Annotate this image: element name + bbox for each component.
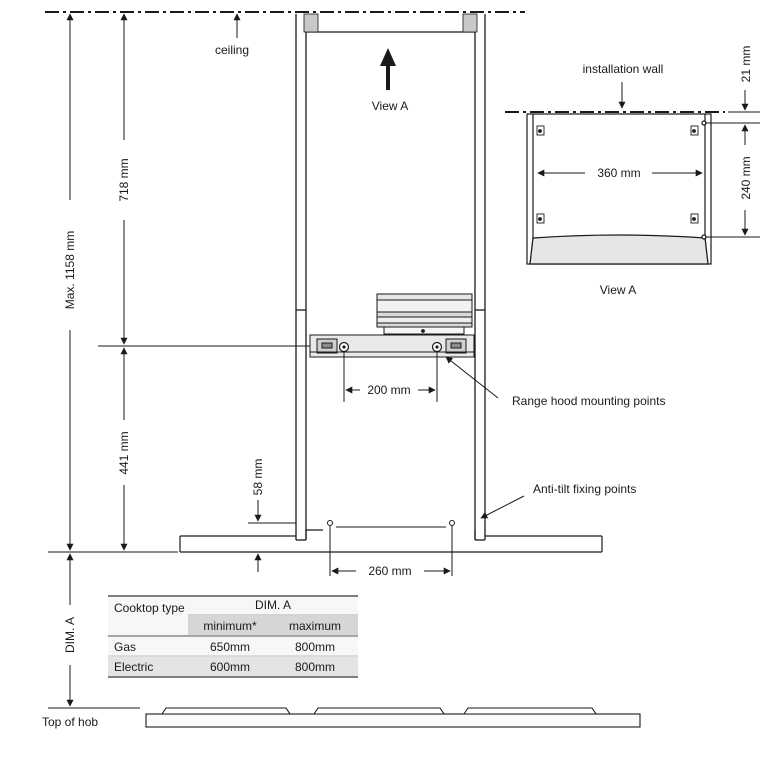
anti-tilt-label: Anti-tilt fixing points xyxy=(533,482,636,496)
view-a-arrow-icon xyxy=(380,48,396,90)
view-a-caption: View A xyxy=(600,283,636,297)
table-row-min: 600mm xyxy=(210,660,250,674)
anti-tilt-pointer xyxy=(480,495,525,519)
max-total-label: Max. 1158 mm xyxy=(63,231,77,309)
mounting-bracket xyxy=(309,334,475,358)
lower-label: 441 mm xyxy=(117,431,131,474)
bracket-height-label: 240 mm xyxy=(739,156,753,199)
table-row-type: Gas xyxy=(114,640,136,654)
top-offset-label: 21 mm xyxy=(739,46,753,83)
top-of-hob-label: Top of hob xyxy=(42,715,98,729)
table-row-type: Electric xyxy=(114,660,153,674)
cooktop xyxy=(145,707,641,728)
table-sub-min: minimum* xyxy=(203,619,257,633)
installation-wall-label: installation wall xyxy=(583,62,664,76)
mounting-points-pointer xyxy=(445,356,499,399)
mounting-points-label: Range hood mounting points xyxy=(512,394,665,408)
dim-a-table: Cooktop type DIM. A minimum* maximum Gas… xyxy=(108,595,358,678)
dim-a-label: DIM. A xyxy=(63,617,77,653)
table-row-max: 800mm xyxy=(295,640,335,654)
table-row-min: 650mm xyxy=(210,640,250,654)
ceiling-label: ceiling xyxy=(215,43,249,57)
table-row-max: 800mm xyxy=(295,660,335,674)
view-a-label: View A xyxy=(372,99,408,113)
offset-label: 58 mm xyxy=(251,459,265,496)
anti-tilt-point-right xyxy=(449,520,455,526)
table-header-type: Cooktop type xyxy=(114,601,185,615)
anti-tilt-spacing-label: 260 mm xyxy=(368,564,411,578)
mount-spacing-label: 200 mm xyxy=(367,383,410,397)
hood-canopy xyxy=(179,526,603,553)
motor-unit xyxy=(376,293,473,335)
table-header-dim: DIM. A xyxy=(255,598,291,612)
wall-bracket xyxy=(526,113,712,265)
chimney-cover xyxy=(295,13,486,541)
anti-tilt-point-left xyxy=(327,520,333,526)
bracket-width-label: 360 mm xyxy=(597,166,640,180)
upper-label: 718 mm xyxy=(117,158,131,201)
table-sub-max: maximum xyxy=(289,619,341,633)
